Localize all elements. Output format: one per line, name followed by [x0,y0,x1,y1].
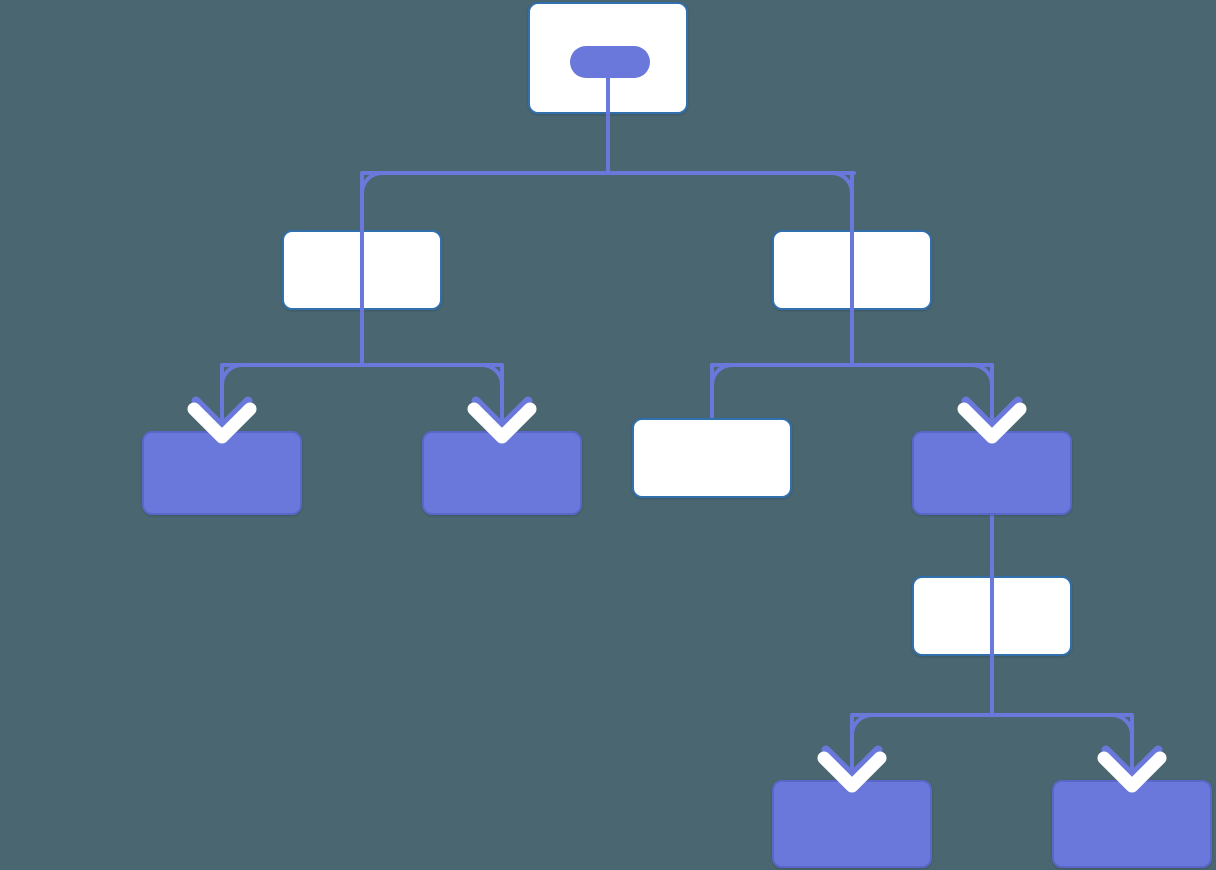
leaf-node-4[interactable] [1052,780,1212,868]
subbranch-node-label [914,578,1070,654]
root-node[interactable] [528,2,688,114]
branch-node-left[interactable] [282,230,442,310]
leaf-node-1-label [144,433,300,513]
subbranch-node[interactable] [912,576,1072,656]
group-node-label [914,433,1070,513]
branch-node-right-label [774,232,930,308]
root-node-pill [570,46,650,78]
group-node[interactable] [912,431,1072,515]
leaf-node-3-label [774,782,930,866]
leaf-node-2-label [424,433,580,513]
empty-node[interactable] [632,418,792,498]
leaf-node-1[interactable] [142,431,302,515]
leaf-node-3[interactable] [772,780,932,868]
empty-node-label [634,420,790,496]
branch-node-right[interactable] [772,230,932,310]
leaf-node-2[interactable] [422,431,582,515]
leaf-node-4-label [1054,782,1210,866]
branch-node-left-label [284,232,440,308]
